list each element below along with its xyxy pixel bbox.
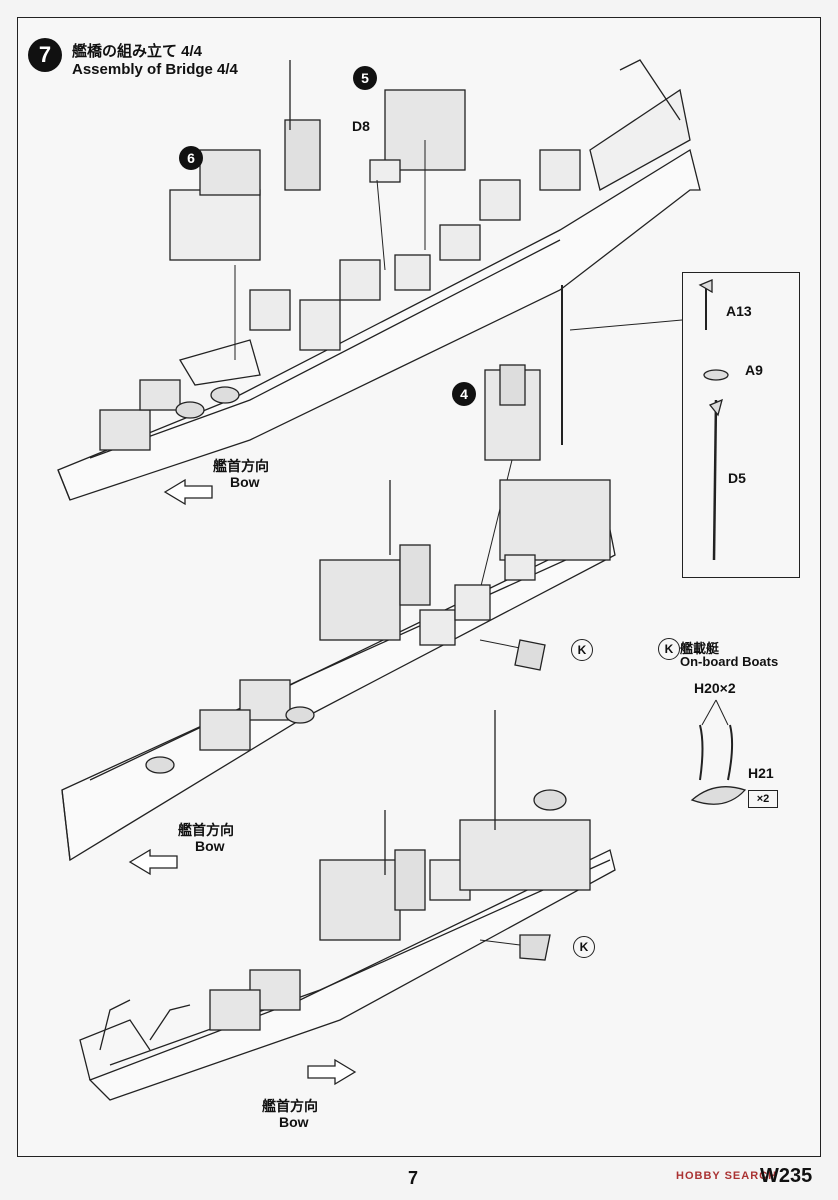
quantity-x2-badge: ×2 bbox=[748, 790, 778, 808]
page-number: 7 bbox=[408, 1168, 419, 1188]
part-label-h21: H21 bbox=[748, 765, 774, 781]
boats-marker-k-middle: K bbox=[571, 639, 593, 661]
boats-label-en: On-board Boats bbox=[680, 654, 779, 669]
step-title-en: Assembly of Bridge 4/4 bbox=[72, 61, 238, 78]
bow-label-en-1: Bow bbox=[230, 474, 260, 490]
part-label-a9: A9 bbox=[745, 362, 763, 378]
bow-label-en-2: Bow bbox=[195, 838, 225, 854]
part-label-h20: H20×2 bbox=[694, 680, 736, 696]
sub-step-badge-4: 4 bbox=[452, 382, 476, 406]
boats-marker-k-bottom: K bbox=[573, 936, 595, 958]
bow-label-en-3: Bow bbox=[279, 1114, 309, 1130]
step-number-badge: 7 bbox=[28, 38, 62, 72]
ship-hull-bottom bbox=[79, 710, 616, 1101]
product-code: W235 bbox=[760, 1165, 813, 1187]
bow-label-jp-3: 艦首方向 bbox=[262, 1098, 318, 1114]
bow-arrows bbox=[128, 478, 357, 1086]
ship-hull-middle bbox=[61, 479, 616, 862]
part-label-a13: A13 bbox=[726, 303, 752, 319]
sub-step-badge-5: 5 bbox=[353, 66, 377, 90]
bow-label-jp-2: 艦首方向 bbox=[178, 822, 234, 838]
mast-inset-box bbox=[682, 272, 800, 578]
step-title-jp: 艦橋の組み立て 4/4 bbox=[72, 43, 203, 60]
part-label-d8: D8 bbox=[352, 118, 370, 134]
watermark: HOBBY SEARCH bbox=[676, 1170, 778, 1182]
bow-label-jp-1: 艦首方向 bbox=[213, 458, 269, 474]
mast-inset-parts bbox=[698, 279, 729, 561]
boats-diagram bbox=[690, 699, 747, 805]
ship-hull-top bbox=[57, 59, 701, 501]
part-label-d5: D5 bbox=[728, 470, 746, 486]
boats-marker-k-legend: K bbox=[658, 638, 680, 660]
boats-label-jp: 艦載艇 bbox=[680, 641, 720, 656]
sub-step-badge-6: 6 bbox=[179, 146, 203, 170]
